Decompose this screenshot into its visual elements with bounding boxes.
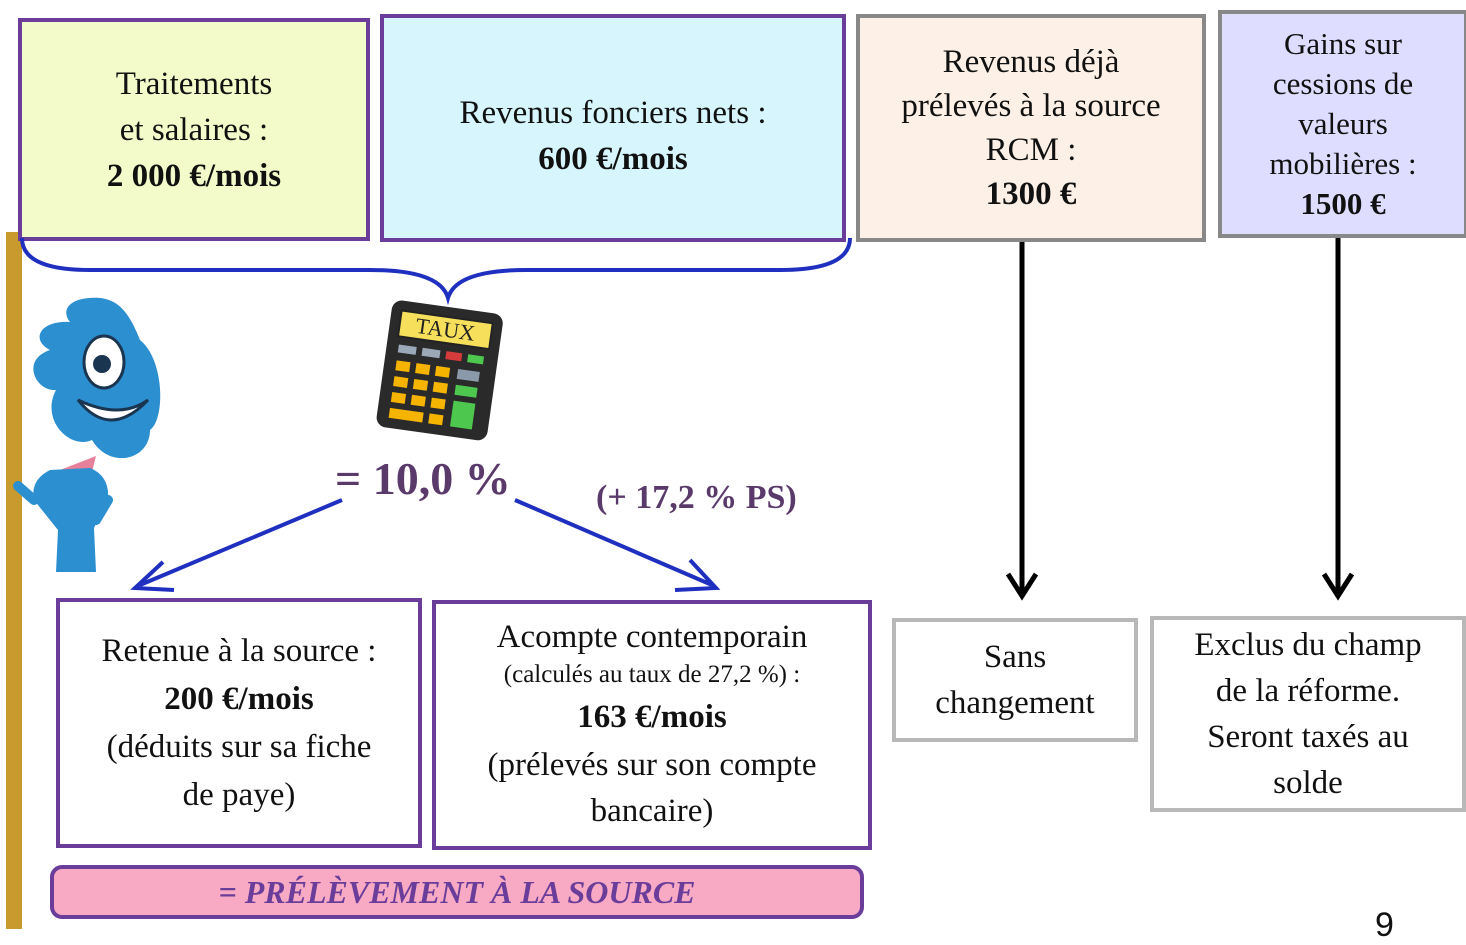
grouping-brace	[20, 237, 852, 306]
salaries-amount: 2 000 €/mois	[106, 157, 282, 194]
withholding-line3: de paye)	[182, 777, 296, 813]
gains-line1: Gains sur	[1284, 26, 1402, 61]
gains-line2: cessions de	[1272, 66, 1414, 101]
left-margin-bar	[6, 232, 22, 929]
tax-rate-value: = 10,0 %	[335, 453, 511, 504]
arrow-to-withholding	[139, 498, 343, 587]
installment-amount: 163 €/mois	[577, 699, 727, 735]
installment-box: Acompte contemporain (calculés au taux d…	[432, 600, 872, 850]
unchanged-line1: Sans	[983, 639, 1047, 675]
salaries-line2: et salaires :	[119, 111, 269, 148]
salaries-box: Traitements et salaires : 2 000 €/mois	[18, 18, 370, 241]
rcm-line1: Revenus déjà	[942, 44, 1120, 80]
arrow-to-installment	[514, 498, 713, 587]
gains-line4: mobilières :	[1269, 146, 1417, 181]
withholding-line2: (déduits sur sa fiche	[106, 729, 372, 765]
rcm-amount: 1300 €	[985, 176, 1077, 212]
rcm-line3: RCM :	[985, 132, 1077, 168]
capital-gains-box: Gains sur cessions de valeurs mobilières…	[1218, 10, 1466, 238]
withholding-line1: Retenue à la source :	[101, 633, 377, 669]
installment-line2: (prélevés sur son compte	[487, 747, 817, 783]
arrow-head-installment	[674, 558, 721, 592]
arrow-head-withholding	[130, 560, 175, 592]
cartoon-character-icon	[13, 297, 161, 572]
salaries-line1: Traitements	[115, 65, 273, 102]
gains-line3: valeurs	[1298, 106, 1388, 141]
unchanged-line2: changement	[935, 685, 1095, 721]
installment-line1: Acompte contemporain	[496, 619, 808, 655]
unchanged-box: Sans changement	[892, 618, 1138, 742]
excluded-line1: Exclus du champ	[1194, 627, 1422, 663]
installment-line3: bancaire)	[590, 793, 714, 829]
social-charges-note: (+ 17,2 % PS)	[596, 479, 797, 516]
installment-note: (calculés au taux de 27,2 %) :	[503, 661, 801, 688]
page-number: 9	[1375, 906, 1394, 944]
rcm-box: Revenus déjà prélevés à la source RCM : …	[856, 14, 1206, 242]
property-income-box: Revenus fonciers nets : 600 €/mois	[380, 14, 846, 242]
excluded-box: Exclus du champ de la réforme. Seront ta…	[1150, 616, 1466, 812]
excluded-line2: de la réforme.	[1215, 673, 1401, 709]
property-line1: Revenus fonciers nets :	[459, 95, 767, 131]
rcm-line2: prélevés à la source	[901, 88, 1161, 124]
arrow-head-rcm	[1005, 572, 1039, 601]
gains-amount: 1500 €	[1300, 186, 1386, 221]
withholding-amount: 200 €/mois	[164, 681, 314, 717]
arrow-head-gains	[1321, 572, 1355, 601]
excluded-line3: Seront taxés au	[1207, 719, 1409, 755]
withholding-tax-banner: = PRÉLÈVEMENT À LA SOURCE	[50, 865, 864, 919]
excluded-line4: solde	[1273, 765, 1343, 801]
calculator-icon: TAUX	[376, 300, 503, 441]
property-amount: 600 €/mois	[538, 141, 688, 177]
withholding-box: Retenue à la source : 200 €/mois (déduit…	[56, 598, 422, 848]
